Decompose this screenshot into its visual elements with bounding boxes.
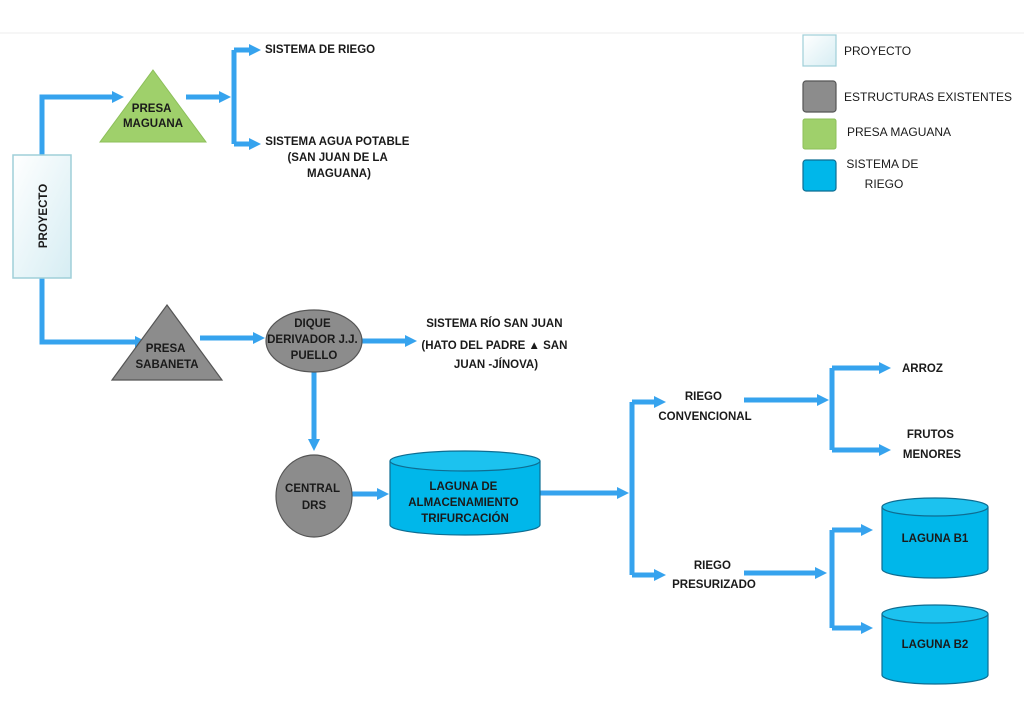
node-laguna-trifurcacion: LAGUNA DE ALMACENAMIENTO TRIFURCACIÓN bbox=[389, 450, 541, 536]
arrow-head bbox=[249, 44, 261, 56]
arrow-head bbox=[377, 488, 389, 500]
legend-swatch-presa-maguana bbox=[802, 118, 837, 150]
arrow-head bbox=[405, 335, 417, 347]
connectors bbox=[39, 44, 891, 634]
legend-label-proyecto: PROYECTO bbox=[844, 44, 911, 58]
legend-swatch-sistema-riego bbox=[802, 159, 837, 192]
node-laguna-trifurcacion-label: LAGUNA DE ALMACENAMIENTO TRIFURCACIÓN bbox=[408, 481, 522, 525]
arrow-head bbox=[879, 444, 891, 456]
node-presa-maguana: PRESA MAGUANA bbox=[99, 69, 207, 143]
node-riego-convencional: RIEGO CONVENCIONAL bbox=[658, 391, 751, 423]
legend-label-presa-maguana: PRESA MAGUANA bbox=[847, 125, 951, 139]
arrow-head bbox=[654, 569, 666, 581]
arrow-head bbox=[861, 622, 873, 634]
node-proyecto: PROYECTO bbox=[12, 154, 72, 279]
legend-swatch-estructuras bbox=[802, 80, 837, 113]
arrow-head bbox=[817, 394, 829, 406]
arrow-head bbox=[253, 332, 265, 344]
node-laguna-b2: LAGUNA B2 bbox=[881, 604, 989, 685]
arrow-proyecto-maguana bbox=[39, 94, 115, 155]
arrow-head bbox=[861, 524, 873, 536]
legend-item-presa-maguana: PRESA MAGUANA bbox=[802, 118, 951, 150]
legend-item-proyecto: PROYECTO bbox=[802, 34, 911, 67]
node-sistema-riego-top: SISTEMA DE RIEGO bbox=[265, 44, 375, 56]
legend-item-sistema-riego: SISTEMA DE RIEGO bbox=[802, 157, 921, 192]
node-arroz: ARROZ bbox=[902, 363, 943, 375]
node-presa-sabaneta: PRESA SABANETA bbox=[110, 303, 224, 381]
node-central-drs-label: CENTRAL DRS bbox=[285, 483, 343, 512]
arrow-head bbox=[815, 567, 827, 579]
arrow-head bbox=[617, 487, 629, 499]
node-sistema-agua-potable: SISTEMA AGUA POTABLE (SAN JUAN DE LA MAG… bbox=[265, 136, 412, 180]
node-proyecto-label: PROYECTO bbox=[38, 184, 50, 248]
node-presa-sabaneta-label: PRESA SABANETA bbox=[135, 343, 198, 371]
arrow-head bbox=[654, 396, 666, 408]
arrow-head bbox=[219, 91, 231, 103]
node-frutos-menores: FRUTOS MENORES bbox=[903, 429, 961, 461]
legend-label-sistema-riego: SISTEMA DE RIEGO bbox=[846, 157, 921, 191]
node-sistema-rio-san-juan: SISTEMA RÍO SAN JUAN (HATO DEL PADRE ▲ S… bbox=[421, 317, 570, 371]
node-central-drs: CENTRAL DRS bbox=[275, 454, 353, 538]
legend-swatch-proyecto bbox=[802, 34, 837, 67]
node-laguna-b1: LAGUNA B1 bbox=[881, 497, 989, 579]
node-dique-label: DIQUE DERIVADOR J.J. PUELLO bbox=[267, 318, 361, 362]
arrow-head bbox=[308, 439, 320, 451]
node-laguna-b2-label: LAGUNA B2 bbox=[902, 639, 969, 651]
arrow-head bbox=[879, 362, 891, 374]
node-riego-presurizado: RIEGO PRESURIZADO bbox=[672, 560, 756, 591]
node-laguna-b1-label: LAGUNA B1 bbox=[902, 533, 969, 545]
node-presa-maguana-label: PRESA MAGUANA bbox=[123, 103, 183, 130]
legend: PROYECTO ESTRUCTURAS EXISTENTES PRESA MA… bbox=[802, 34, 1012, 192]
legend-item-estructuras: ESTRUCTURAS EXISTENTES bbox=[802, 80, 1012, 113]
arrow-head bbox=[112, 91, 124, 103]
arrow-proyecto-sabaneta bbox=[39, 278, 138, 345]
legend-label-estructuras: ESTRUCTURAS EXISTENTES bbox=[844, 90, 1012, 104]
node-dique-derivador: DIQUE DERIVADOR J.J. PUELLO bbox=[265, 309, 363, 373]
arrow-head bbox=[249, 138, 261, 150]
